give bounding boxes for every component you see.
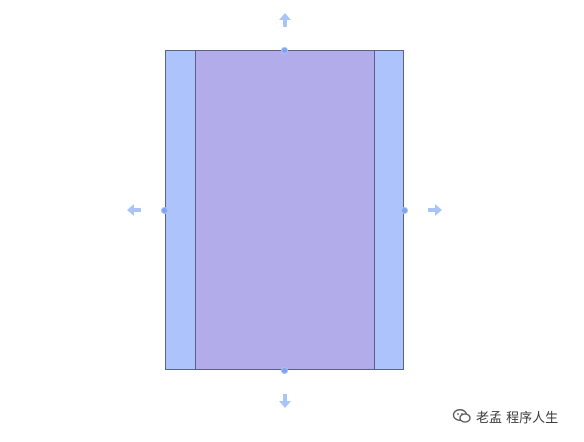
arrow-right-icon[interactable] xyxy=(427,202,443,218)
watermark-text: 老孟 程序人生 xyxy=(476,410,559,426)
resize-handle-bottom[interactable] xyxy=(281,367,288,374)
watermark: 老孟 程序人生 xyxy=(452,405,558,427)
resize-handle-right[interactable] xyxy=(401,207,408,214)
wechat-icon xyxy=(452,409,471,423)
arrow-left-icon[interactable] xyxy=(126,202,142,218)
resize-handle-top[interactable] xyxy=(281,47,288,54)
arrow-down-icon[interactable] xyxy=(277,393,293,409)
arrow-up-icon[interactable] xyxy=(277,12,293,28)
resize-handle-left[interactable] xyxy=(161,207,168,214)
inner-child-box[interactable] xyxy=(195,50,375,370)
